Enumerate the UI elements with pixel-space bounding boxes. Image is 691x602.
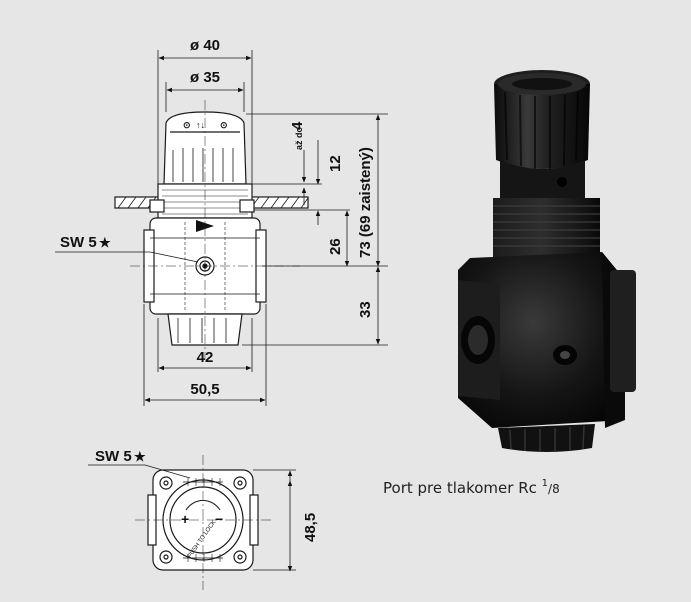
dim-height-total: 73 (69 zaistený) [357,147,374,258]
gauge-port-caption: Port pre tlakomer Rc 1/8 [383,478,560,497]
star-icon: ★ [99,235,111,250]
dim-height-mid: 26 [327,238,344,255]
svg-text:⊙: ⊙ [183,120,191,130]
product-photo [458,70,636,452]
label-wrench-size-top: SW 5 [95,448,132,465]
minus-icon: − [215,511,223,527]
adjusting-knob: ⊙ ↑↓ ⊙ [163,111,247,185]
dim-height-lower: 33 [357,301,374,318]
dim-width-body: 42 [197,349,214,366]
star-icon: ★ [134,449,146,464]
front-view: ⊙ ↑↓ ⊙ [114,100,309,360]
svg-text:⊙: ⊙ [220,120,228,130]
dim-inner-diameter: ø 35 [190,69,220,86]
plus-icon: + [181,511,189,527]
top-view [135,455,272,590]
dim-lift-value: 4 [289,121,306,130]
caption-fraction-numerator: 1 [541,478,549,489]
dim-height-upper: 12 [327,155,344,172]
top-dimensions [88,464,296,572]
dim-width-total: 50,5 [190,381,219,398]
caption-text: Port pre tlakomer Rc [383,479,542,497]
caption-fraction-denominator: /8 [548,482,560,496]
svg-text:↑↓: ↑↓ [196,120,205,130]
front-dimensions [55,50,388,406]
label-wrench-size-front: SW 5 [60,234,97,251]
dim-lift-prefix: až do [294,126,304,150]
dim-depth: 48,5 [302,513,319,542]
dim-outer-diameter: ø 40 [190,37,220,54]
